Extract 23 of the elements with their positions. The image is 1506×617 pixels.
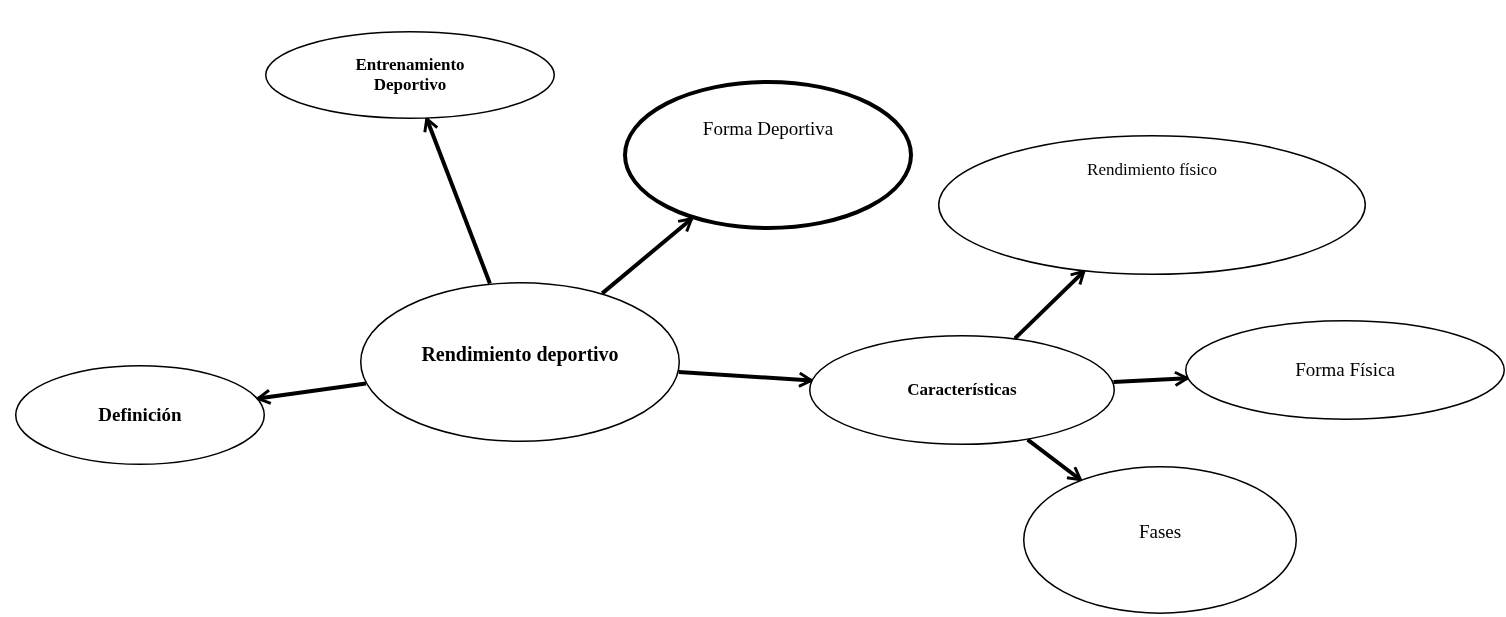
concept-label: Forma Deportiva	[701, 118, 835, 141]
concept-ellipse	[1185, 320, 1505, 420]
arrow	[256, 381, 367, 405]
concept-label: Características	[906, 380, 1018, 401]
arrow	[1113, 370, 1189, 387]
concept-ellipse	[1023, 466, 1297, 614]
concept-ellipse	[938, 135, 1366, 275]
concept-ellipse	[809, 335, 1115, 445]
concept-label: Rendimiento deportivo	[420, 342, 620, 366]
concept-ellipse	[15, 365, 265, 465]
concept-label: Rendimiento físico	[1086, 160, 1218, 181]
arrow	[1013, 269, 1086, 340]
concept-label: Definición	[97, 403, 183, 427]
concept-ellipse	[360, 282, 680, 442]
concept-label: Entrenamiento Deportivo	[354, 54, 466, 96]
arrow	[423, 117, 492, 285]
concept-label: Fases	[1137, 521, 1183, 544]
concept-ellipse	[265, 31, 555, 119]
arrow	[678, 370, 813, 388]
arrow	[1026, 438, 1082, 482]
arrow	[600, 217, 694, 295]
concept-ellipse	[623, 80, 913, 230]
concept-label: Forma Física	[1294, 358, 1396, 382]
